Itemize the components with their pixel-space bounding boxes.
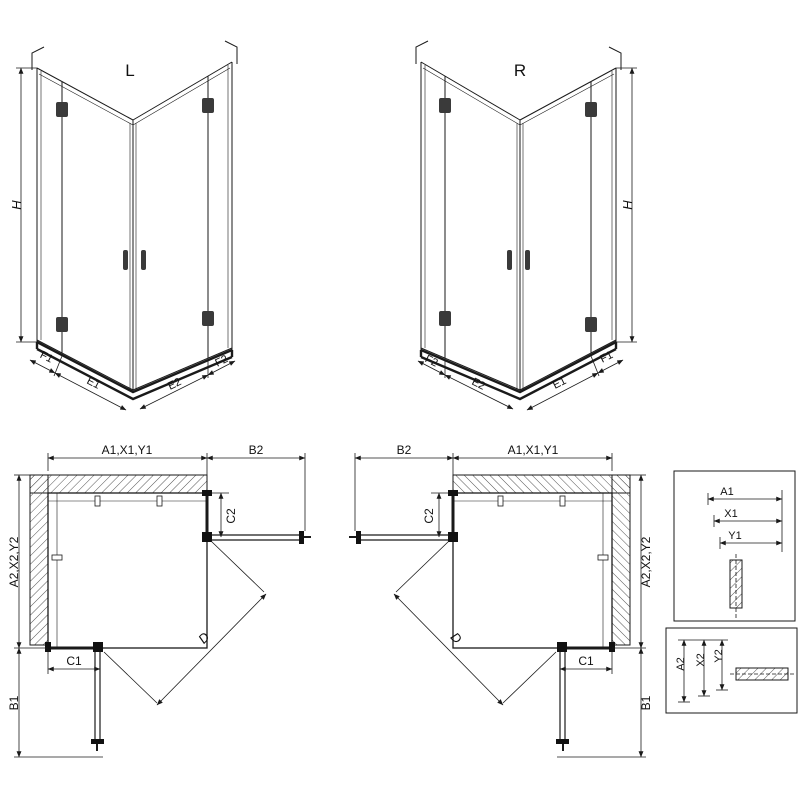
d-dimension (103, 540, 267, 706)
dim-label-width: A1,X1,Y1 (102, 443, 153, 457)
door-open-side (211, 531, 311, 544)
dim-label-d: D (195, 629, 212, 646)
dim-label-a2: A2 (675, 657, 687, 670)
shower-tray (35, 340, 234, 401)
left-dimensions (14, 474, 103, 758)
dim-label-depth: A2,X2,Y2 (7, 536, 21, 587)
view-label-left: L (125, 61, 134, 80)
dim-label-d: D (448, 629, 465, 646)
height-dimension (16, 67, 37, 343)
door-open-front (91, 652, 104, 751)
bottom-dimensions (29, 355, 236, 411)
dim-label-e2: E2 (166, 376, 183, 393)
dim-label-y2: Y2 (713, 649, 725, 662)
wall-side (29, 474, 49, 646)
wall-profile-bracket (31, 46, 45, 70)
detail-top-geometry (673, 470, 796, 622)
dim-label-f2: F2 (423, 353, 440, 369)
dim-label-y1: Y1 (728, 530, 741, 542)
detail-frame (673, 470, 796, 622)
iso-view-left: L H F1 E1 E2 F2 (9, 40, 238, 411)
dim-label-width: A1,X1,Y1 (508, 443, 559, 457)
dim-label-h: H (620, 200, 635, 210)
dim-label-b1: B1 (7, 695, 21, 710)
dim-label-depth: A2,X2,Y2 (639, 536, 653, 587)
dim-label-e1: E1 (85, 375, 102, 392)
dim-label-e1: E1 (551, 375, 568, 392)
c1-dimension (47, 652, 101, 674)
dim-label-a1: A1 (720, 486, 733, 498)
dim-label-b2: B2 (397, 443, 412, 457)
dim-label-b1: B1 (639, 695, 653, 710)
dim-label-e2: E2 (470, 376, 487, 393)
dim-label-c2: C2 (224, 508, 238, 524)
dim-label-h: H (9, 200, 24, 210)
dim-label-c1: C1 (578, 654, 594, 668)
detail-wall-profile-top: A1 X1 Y1 (673, 470, 796, 622)
hinges (56, 98, 214, 332)
dim-label-f1: F1 (38, 349, 55, 366)
plan-view-left: A1,X1,Y1 B2 C2 A2,X2,Y2 B1 C1 D (7, 443, 311, 758)
wall-top (29, 474, 208, 494)
pivot-fittings (45, 490, 212, 652)
plan-geometry-mirrored (349, 453, 646, 757)
detail-bottom-geometry (665, 627, 798, 714)
dim-label-x1: X1 (724, 508, 737, 520)
dim-label-b2: B2 (249, 443, 264, 457)
wall-profile-bracket (224, 40, 238, 64)
detail-wall-profile-bottom: A2 X2 Y2 (665, 627, 798, 714)
view-label-right: R (514, 61, 526, 80)
dim-label-x2: X2 (695, 653, 707, 666)
dim-label-f2: F2 (213, 353, 230, 369)
door-handles (123, 250, 146, 270)
iso-view-right: R H F2 E2 E1 F1 (416, 41, 637, 410)
plan-view-right: B2 A1,X1,Y1 C2 A2,X2,Y2 B1 C1 D (349, 443, 653, 757)
tray-outline (47, 492, 208, 649)
dim-label-c2: C2 (422, 508, 436, 524)
plan-geometry (14, 453, 311, 758)
iso-geometry (16, 40, 238, 411)
dim-label-c1: C1 (66, 654, 82, 668)
detail-frame (665, 627, 798, 714)
c2-dimension (211, 492, 229, 538)
dim-label-f1: F1 (598, 349, 615, 366)
glass-clamps (51, 495, 163, 561)
